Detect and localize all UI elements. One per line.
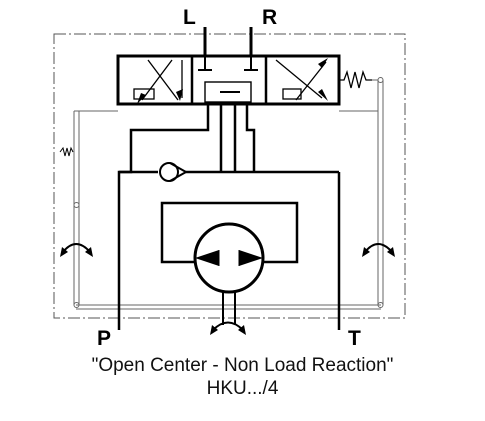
feedback-linkage-left xyxy=(73,110,381,310)
port-label-p: P xyxy=(97,327,111,350)
spring-icon xyxy=(339,69,372,89)
valve-arrow-icon xyxy=(176,89,183,101)
port-lines-top xyxy=(203,27,253,56)
port-label-r: R xyxy=(262,6,277,29)
port-label-l: L xyxy=(183,6,196,29)
port-label-t: T xyxy=(348,327,361,350)
rotation-arrowhead-icon xyxy=(60,247,395,335)
valve-center-section xyxy=(198,56,258,103)
valve-arrow-icon xyxy=(137,93,146,104)
caption-model: HKU.../4 xyxy=(206,378,279,399)
valve-arrow-icon xyxy=(318,89,328,101)
feedback-linkage-right xyxy=(372,77,384,308)
valve-arrow-icon xyxy=(318,58,328,68)
caption-title: "Open Center - Non Load Reaction" xyxy=(91,355,394,376)
housing-boundary xyxy=(53,33,406,319)
control-valve xyxy=(116,54,341,106)
motor-symbol-icon xyxy=(193,222,265,325)
check-valve-icon xyxy=(159,162,189,182)
valve-right-section xyxy=(275,59,327,101)
spring-icon xyxy=(59,146,74,157)
hydraulic-lines xyxy=(117,104,341,330)
